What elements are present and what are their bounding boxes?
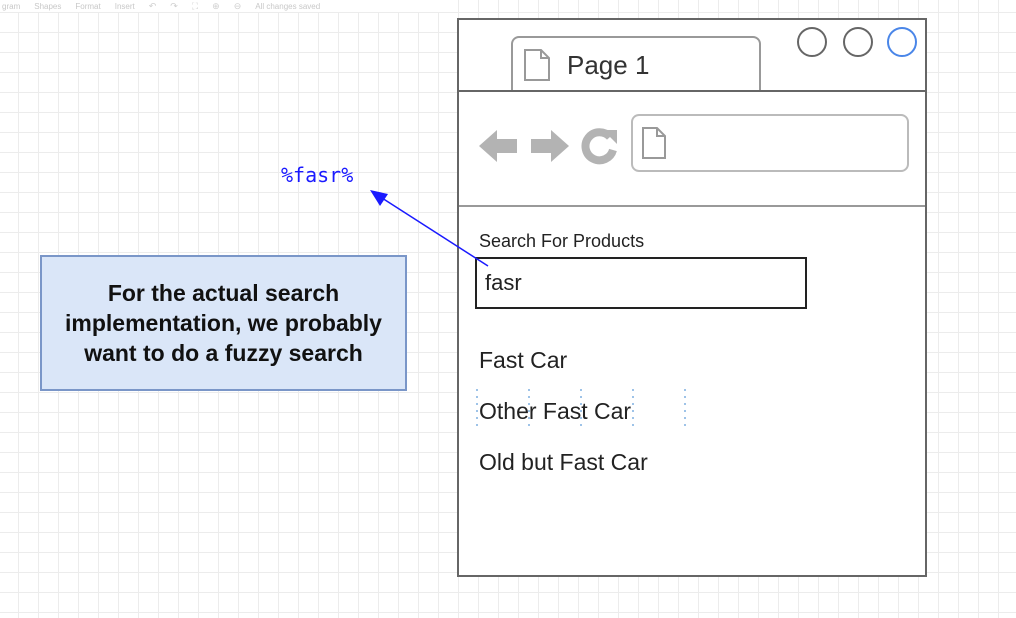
window-button-3[interactable] bbox=[887, 27, 917, 57]
page-content: Search For Products Fast Car Other Fast … bbox=[459, 207, 925, 575]
search-label: Search For Products bbox=[479, 231, 645, 251]
results-list: Fast Car Other Fast Car Old but Fast Car bbox=[479, 341, 648, 494]
editor-toolbar: gram Shapes Format Insert ↶ ↷ ⛶ ⊕ ⊖ All … bbox=[0, 0, 442, 12]
tab-title: Page 1 bbox=[567, 50, 650, 80]
redo-icon[interactable]: ↷ bbox=[170, 0, 178, 11]
menu-shapes[interactable]: Shapes bbox=[34, 1, 62, 11]
menu-diagram[interactable]: gram bbox=[2, 1, 21, 11]
undo-icon[interactable]: ↶ bbox=[148, 0, 157, 11]
tab-page-1[interactable]: Page 1 bbox=[511, 36, 761, 90]
note-text: For the actual search implementation, we… bbox=[65, 280, 382, 366]
note-box[interactable]: For the actual search implementation, we… bbox=[40, 255, 407, 391]
list-item[interactable]: Old but Fast Car bbox=[479, 449, 648, 475]
document-icon bbox=[524, 49, 550, 81]
fit-icon[interactable]: ⛶ bbox=[191, 0, 199, 11]
menu-insert[interactable]: Insert bbox=[114, 1, 135, 11]
window-button-1[interactable] bbox=[797, 27, 827, 57]
save-status: All changes saved bbox=[255, 1, 321, 11]
menu-format[interactable]: Format bbox=[75, 1, 101, 11]
refresh-icon[interactable] bbox=[579, 126, 619, 166]
back-arrow-icon[interactable] bbox=[477, 124, 521, 168]
navigation-bar bbox=[459, 90, 925, 207]
tab-bar: Page 1 bbox=[459, 20, 925, 92]
list-item[interactable]: Other Fast Car bbox=[479, 398, 632, 424]
address-bar[interactable] bbox=[631, 114, 909, 172]
zoom-in-icon[interactable]: ⊕ bbox=[212, 0, 220, 11]
forward-arrow-icon[interactable] bbox=[527, 124, 571, 168]
browser-wireframe[interactable]: Page 1 Search For Products bbox=[457, 18, 927, 577]
document-icon bbox=[642, 127, 666, 159]
window-button-2[interactable] bbox=[843, 27, 873, 57]
zoom-out-icon[interactable]: ⊖ bbox=[233, 0, 242, 11]
search-input[interactable] bbox=[475, 257, 807, 309]
annotation-label[interactable]: %fasr% bbox=[281, 163, 354, 187]
list-item[interactable]: Fast Car bbox=[479, 347, 568, 373]
